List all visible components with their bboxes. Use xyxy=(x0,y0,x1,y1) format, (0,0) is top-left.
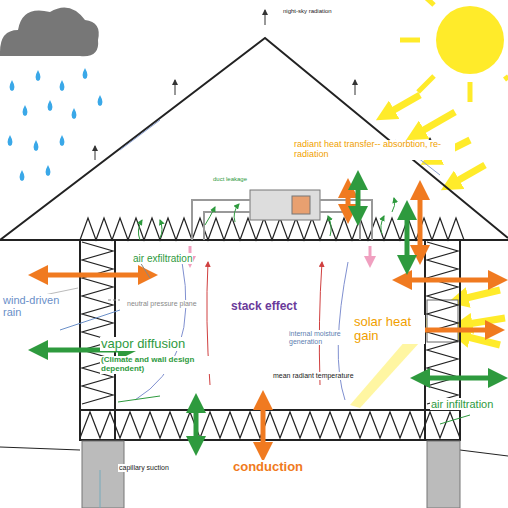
exfiltration-label: air exfiltration xyxy=(132,253,193,264)
suction-label: capillary suction xyxy=(118,464,170,472)
stack-label: stack effect xyxy=(230,300,298,313)
sun-rays xyxy=(400,0,508,102)
radiation-label: night-sky radiation xyxy=(282,8,333,15)
small-leak-arrows xyxy=(138,198,394,240)
diffusion-label: vapor diffusion xyxy=(100,337,186,351)
vapor-arrows xyxy=(38,180,498,446)
duct-leak-arrows xyxy=(190,246,370,262)
night-sky-arrows xyxy=(95,10,430,160)
mrt-label: mean radiant temperature xyxy=(272,372,355,380)
conduction-label: conduction xyxy=(232,460,304,474)
leak-label: duct leakage xyxy=(212,176,248,183)
radiant-label: radiant heat transfer-- absorbtion, re-r… xyxy=(293,140,455,160)
solar-label: solar heat gain xyxy=(353,315,425,344)
rain-drops xyxy=(8,68,103,181)
pressure-plane-label: neutral pressure plane xyxy=(126,300,198,308)
diffusion-note: (Climate and wall design dependent) xyxy=(100,356,232,374)
infiltration-label: air infiltration xyxy=(430,398,494,410)
heat-arrows xyxy=(38,188,498,452)
rain-label: wind-driven rain xyxy=(2,294,78,318)
